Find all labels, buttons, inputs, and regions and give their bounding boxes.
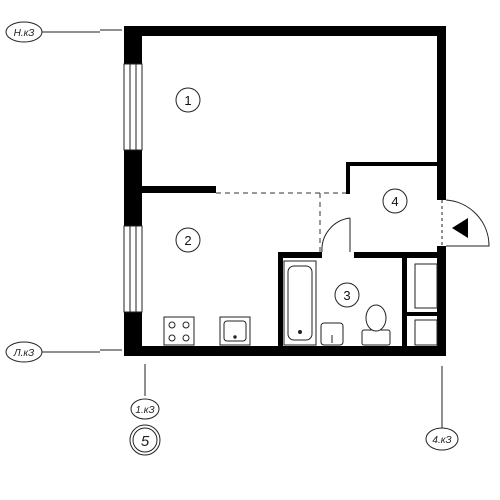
axis-bottom-center: 1.кЗ: [130, 364, 160, 420]
bathroom-door[interactable]: [321, 217, 351, 253]
partition-bath-left: [278, 252, 283, 352]
svg-text:Л.кЗ: Л.кЗ: [13, 348, 35, 359]
kitchen-sink: [219, 316, 251, 346]
room-label-1: 1: [175, 87, 201, 113]
svg-text:1.кЗ: 1.кЗ: [135, 405, 154, 416]
shaft-boxes: [414, 263, 438, 346]
partition-hall-left: [346, 162, 350, 194]
axis-top-left: Н.кЗ: [5, 21, 122, 43]
window-upper: [123, 63, 143, 151]
svg-text:1: 1: [184, 93, 191, 108]
partition-room1-room2: [142, 186, 216, 193]
svg-text:5: 5: [141, 433, 150, 450]
room-label-3: 3: [334, 282, 360, 308]
partition-hall-top: [346, 162, 440, 166]
section-mark: 5: [129, 424, 161, 456]
wall-right-upper: [437, 26, 446, 200]
stove: [163, 316, 195, 346]
entrance-door[interactable]: [441, 199, 490, 247]
entrance-arrow-icon: [452, 218, 468, 238]
window-lower: [123, 225, 143, 313]
partition-bath-top-right: [354, 252, 440, 258]
wall-right-lower: [437, 246, 446, 356]
room-label-4: 4: [382, 188, 408, 214]
axis-bottom-right: 4.кЗ: [425, 366, 459, 451]
outer-walls: [124, 26, 446, 356]
svg-text:3: 3: [343, 288, 350, 303]
wall-left-bottom: [124, 312, 142, 356]
svg-text:2: 2: [184, 233, 191, 248]
interior-walls: [142, 162, 440, 352]
toilet: [361, 304, 391, 346]
partition-bath-right: [402, 252, 407, 352]
shaft-divider: [407, 312, 440, 316]
svg-text:4: 4: [391, 194, 398, 209]
svg-text:Н.кЗ: Н.кЗ: [14, 28, 35, 39]
room-label-2: 2: [175, 227, 201, 253]
zone-boundaries: [216, 192, 346, 252]
wall-left-middle: [124, 150, 142, 226]
wall-top: [126, 26, 446, 36]
bathtub: [283, 260, 317, 346]
partition-bath-top-left: [278, 252, 322, 258]
wall-left-top: [124, 26, 142, 64]
wall-bottom: [126, 346, 446, 356]
bathroom-sink: [320, 322, 344, 346]
svg-text:4.кЗ: 4.кЗ: [432, 435, 451, 446]
axis-bottom-left: Л.кЗ: [5, 341, 122, 363]
